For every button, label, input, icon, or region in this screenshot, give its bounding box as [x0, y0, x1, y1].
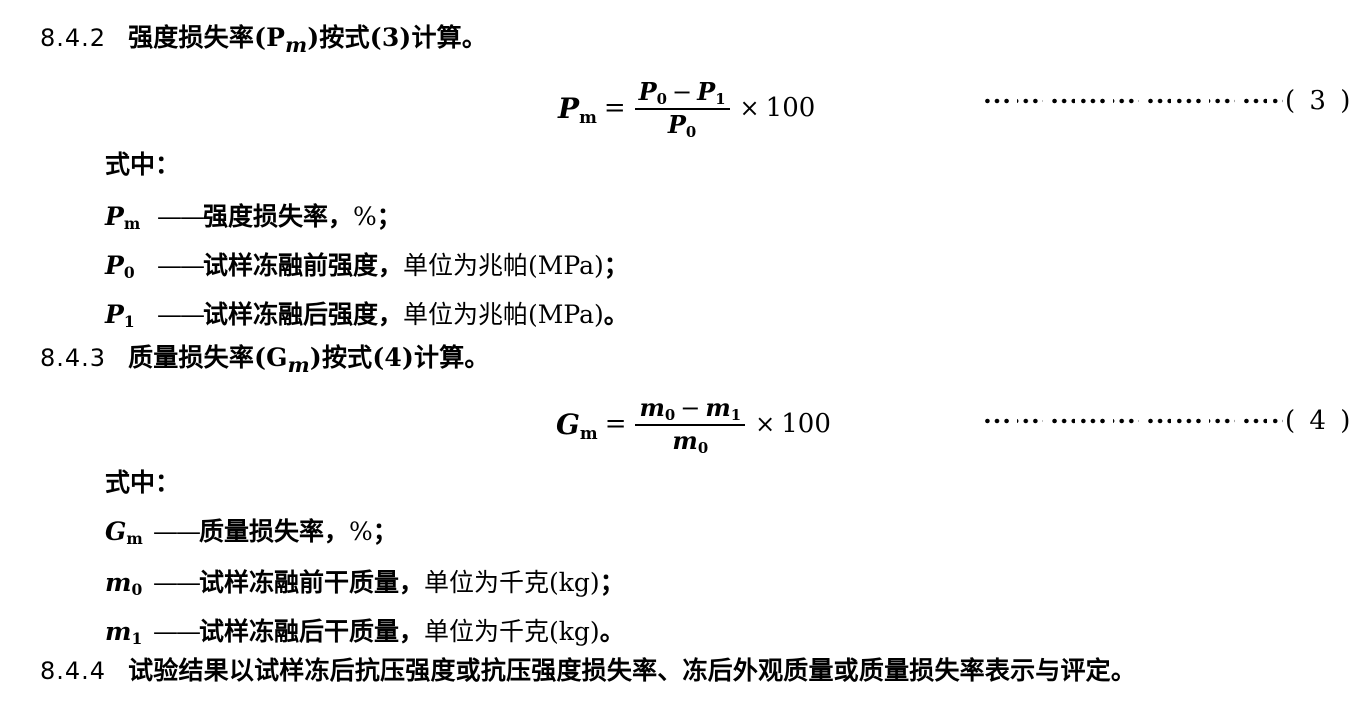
formula-3-numerator: P0−P1: [638, 77, 726, 108]
definition-terminator: ；: [599, 568, 625, 597]
definition-description: 质量损失率: [199, 517, 325, 546]
formula-3-equals: =: [603, 93, 626, 124]
definition-symbol: P0: [105, 251, 135, 282]
where-label-1: 式中：: [105, 150, 181, 179]
definition-dash: ——: [157, 300, 205, 329]
definition-symbol: m1: [105, 617, 143, 648]
definition-unit: 单位为千克(kg): [424, 568, 600, 597]
clause-text-after-symbol: )按式(4)计算。: [309, 343, 490, 372]
definition-dash: ——: [153, 568, 201, 597]
definition-unit: %: [349, 517, 373, 546]
clause-text-before-symbol: 强度损失率(P: [128, 23, 286, 52]
definition-separator: ，: [324, 517, 350, 546]
definition-symbol: Pm: [105, 202, 141, 233]
clause-number: 8.4.3: [40, 344, 107, 372]
definition-terminator: ；: [376, 202, 402, 231]
definition-G-m: Gm ——质量损失率，%；: [105, 517, 398, 548]
symbol-G-m-inline: m: [288, 343, 310, 375]
definition-unit: %: [353, 202, 377, 231]
definition-separator: ，: [328, 202, 354, 231]
fraction-bar: [634, 107, 730, 110]
definition-m-0: m0 ——试样冻融前干质量，单位为千克(kg)；: [105, 568, 625, 599]
definition-description: 试样冻融前强度: [203, 251, 379, 280]
definition-m-1: m1 ——试样冻融后干质量，单位为千克(kg)。: [105, 617, 625, 648]
symbol-P-m-inline: m: [285, 23, 307, 55]
dotted-leader: [985, 91, 1283, 111]
formula-3-times: ×: [739, 94, 760, 123]
definition-terminator: ；: [372, 517, 398, 546]
definition-terminator: 。: [603, 300, 629, 329]
formula-4-times: ×: [755, 410, 776, 439]
formula-4-denominator: m0: [672, 425, 709, 457]
definition-separator: ，: [399, 568, 425, 597]
clause-heading-8-4-4: 8.4.4 试验结果以试样冻后抗压强度或抗压强度损失率、冻后外观质量或质量损失率表…: [40, 658, 1136, 683]
definition-dash: ——: [157, 251, 205, 280]
clause-heading-8-4-3: 8.4.3 质量损失率(Gm)按式(4)计算。: [40, 345, 490, 376]
formula-3: Pm = P0−P1 P0 × 100: [558, 77, 816, 141]
where-label-2: 式中：: [105, 468, 181, 497]
definition-P-m: Pm ——强度损失率，%；: [105, 202, 402, 233]
clause-text-before-symbol: 质量损失率(G: [128, 343, 288, 372]
formula-4-factor: 100: [781, 409, 831, 440]
definition-terminator: ；: [603, 251, 629, 280]
equation-number-4: ( 4 ): [1285, 406, 1354, 436]
definition-symbol: Gm: [105, 517, 143, 548]
equation-number-3: ( 3 ): [1285, 86, 1354, 116]
formula-3-denominator: P0: [667, 109, 697, 141]
definition-description: 试样冻融后干质量: [199, 617, 400, 646]
subscript-m: m: [285, 32, 308, 57]
equation-number-3-leader: ( 3 ): [985, 86, 1353, 116]
clause-heading-8-4-2: 8.4.2 强度损失率(Pm)按式(3)计算。: [40, 25, 487, 56]
definition-symbol: P1: [105, 300, 135, 331]
definition-symbol: m0: [105, 568, 143, 599]
definition-unit: 单位为千克(kg): [424, 617, 600, 646]
definition-terminator: 。: [599, 617, 625, 646]
formula-4-lhs: Gm: [556, 407, 598, 443]
fraction-bar: [635, 423, 746, 426]
dotted-leader: [985, 411, 1283, 431]
definition-unit: 单位为兆帕(MPa): [403, 300, 604, 329]
equation-number-4-leader: ( 4 ): [985, 406, 1353, 436]
subscript-m: m: [287, 352, 310, 377]
formula-3-lhs: Pm: [558, 91, 597, 127]
definition-separator: ，: [399, 617, 425, 646]
definition-dash: ——: [157, 202, 205, 231]
formula-4: Gm = m0−m1 m0 × 100: [556, 393, 831, 457]
formula-4-fraction: m0−m1 m0: [635, 393, 746, 457]
definition-description: 试样冻融前干质量: [199, 568, 400, 597]
definition-P-1: P1 ——试样冻融后强度，单位为兆帕(MPa)。: [105, 300, 629, 331]
definition-unit: 单位为兆帕(MPa): [403, 251, 604, 280]
definition-separator: ，: [378, 251, 404, 280]
clause-text-after-symbol: )按式(3)计算。: [307, 23, 488, 52]
definition-P-0: P0 ——试样冻融前强度，单位为兆帕(MPa)；: [105, 251, 629, 282]
definition-description: 强度损失率: [203, 202, 329, 231]
definition-description: 试样冻融后强度: [203, 300, 379, 329]
definition-separator: ，: [378, 300, 404, 329]
formula-3-factor: 100: [765, 93, 816, 124]
formula-4-numerator: m0−m1: [639, 393, 742, 424]
clause-body-text: 试验结果以试样冻后抗压强度或抗压强度损失率、冻后外观质量或质量损失率表示与评定。: [128, 656, 1137, 685]
formula-4-equals: =: [604, 409, 627, 440]
definition-dash: ——: [153, 617, 201, 646]
formula-3-fraction: P0−P1 P0: [634, 77, 730, 141]
clause-number: 8.4.4: [40, 657, 107, 685]
definition-dash: ——: [153, 517, 201, 546]
clause-number: 8.4.2: [40, 24, 107, 52]
